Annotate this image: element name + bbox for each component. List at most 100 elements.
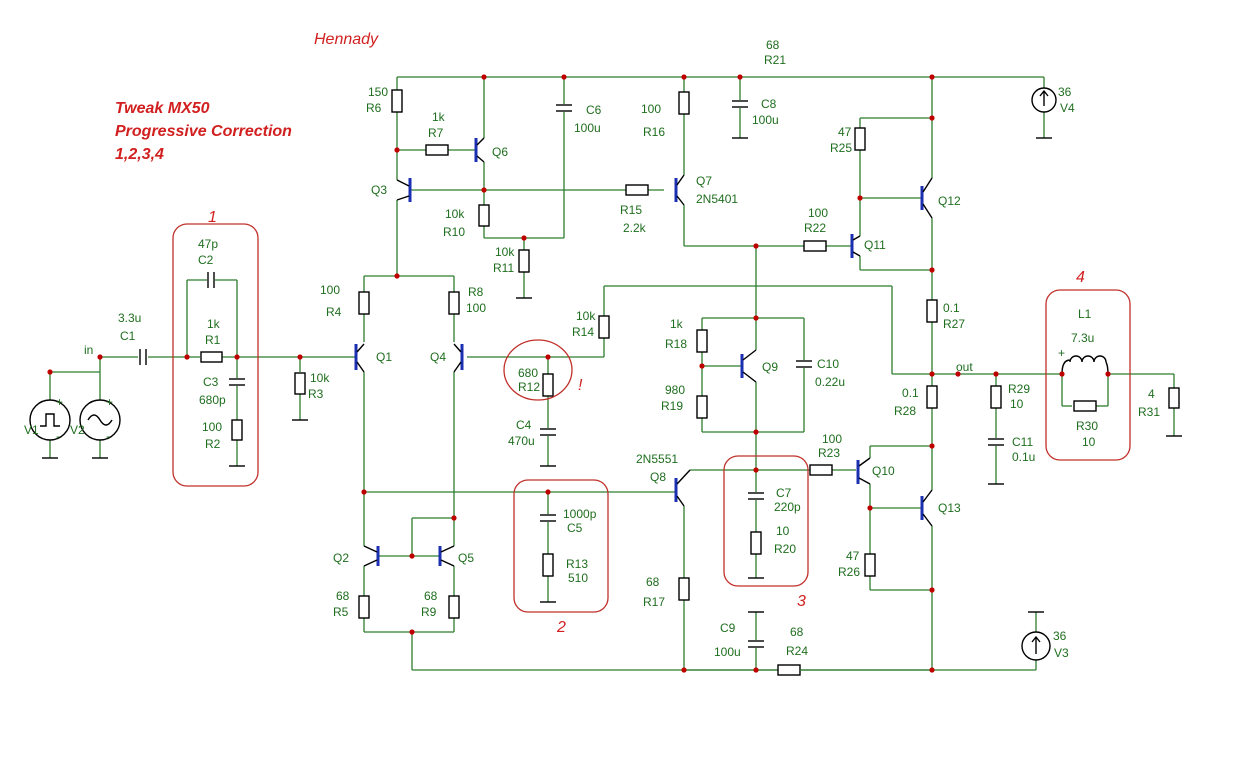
- resistor-r5: [358, 595, 370, 619]
- components-r25-name-label: R25: [830, 141, 852, 155]
- labels_only-11-label: V1: [24, 423, 39, 437]
- components-r26-name-label: R26: [838, 565, 860, 579]
- sources: +- +-: [29, 87, 1057, 661]
- components-r24-value-label: 68: [790, 625, 804, 639]
- components-r16-value-label: 100: [641, 102, 661, 116]
- components-r27-value-label: 0.1: [943, 301, 960, 315]
- transistor-q12: [920, 177, 933, 219]
- components-c1-name-label: C1: [120, 329, 136, 343]
- components-r13-name-label: R13: [566, 557, 588, 571]
- components-v4-name-label: V4: [1060, 101, 1075, 115]
- components-r17-name-label: R17: [643, 595, 665, 609]
- transistor-q9: [740, 349, 757, 383]
- components-r10-value-label: 10k: [445, 207, 465, 221]
- resistor-r23: [809, 464, 833, 476]
- capacitor-c4: [540, 428, 556, 436]
- label-label: +: [1058, 346, 1065, 360]
- components-r25-value-label: 47: [838, 125, 852, 139]
- transistor-q7: [674, 174, 685, 206]
- components-r16-name-label: R16: [643, 125, 665, 139]
- components-r9-name-label: R9: [421, 605, 437, 619]
- components-v3-value-label: 36: [1053, 629, 1067, 643]
- components-r21-name-label: R21: [764, 53, 786, 67]
- source-v1: +-: [29, 395, 71, 443]
- components-r22-value-label: 100: [808, 206, 828, 220]
- components-r28-name-label: R28: [894, 404, 916, 418]
- capacitor-c3: [229, 378, 245, 386]
- highlight-box-4: [1045, 289, 1131, 461]
- capacitor-c5: [540, 514, 556, 522]
- resistor-r29: [990, 385, 1002, 409]
- components-c11-value-label: 0.1u: [1012, 450, 1035, 464]
- labels_only-8-label: Q11: [864, 238, 886, 252]
- components-q8-name-label: Q8: [650, 470, 666, 484]
- transistor-q3: [396, 178, 412, 202]
- highlight-tag-4: 4: [1076, 269, 1085, 286]
- labels_only-9-label: Q12: [938, 194, 961, 208]
- components-c2-value-label: 47p: [198, 237, 218, 251]
- resistor-r10: [478, 204, 490, 227]
- components-c6-name-label: C6: [586, 103, 602, 117]
- labels_only-4-label: Q5: [458, 551, 474, 565]
- components-r6-value-label: 150: [368, 85, 388, 99]
- components-r1-name-label: R1: [205, 333, 221, 347]
- labels_only-5-label: Q6: [492, 145, 508, 159]
- components-r2-value-label: 100: [202, 420, 222, 434]
- components-c5-name-label: C5: [567, 521, 583, 535]
- components-r18-value-label: 1k: [670, 317, 684, 331]
- labels_only-10-label: Q13: [938, 501, 961, 515]
- components-r23-name-label: R23: [818, 446, 840, 460]
- capacitor-c10: [796, 360, 812, 368]
- inductor-l1: [1061, 355, 1109, 375]
- components-r7-value-label: 1k: [432, 110, 446, 124]
- components-q7-name-label: Q7: [696, 174, 712, 188]
- components-c1-value-label: 3.3u: [118, 311, 141, 325]
- labels_only-1-label: Q2: [333, 551, 349, 565]
- components-r28-value-label: 0.1: [902, 386, 919, 400]
- resistor-r31: [1168, 387, 1180, 409]
- components-r29-name-label: R29: [1008, 382, 1030, 396]
- components-c7-name-label: C7: [776, 486, 792, 500]
- components-c2-name-label: C2: [198, 253, 214, 267]
- resistor-r26: [864, 553, 876, 577]
- label-label: -: [56, 429, 60, 443]
- resistor-r1: [200, 351, 223, 363]
- components-r8-value-label: 100: [466, 301, 486, 315]
- components-r24-name-label: R24: [786, 644, 808, 658]
- transistor-q11: [850, 234, 861, 258]
- components-r29-value-label: 10: [1010, 397, 1024, 411]
- highlight-tag-warning: !: [578, 377, 583, 394]
- resistor-r17: [678, 577, 690, 601]
- transistor-q6: [474, 137, 485, 163]
- components-r21-value-label: 68: [766, 38, 780, 52]
- resistor-r8: [448, 291, 460, 315]
- labels_only-7-label: Q10: [872, 464, 895, 478]
- components-c3-name-label: C3: [203, 375, 219, 389]
- labels_only-3-label: Q4: [430, 350, 446, 364]
- components-c4-name-label: C4: [516, 418, 532, 432]
- resistor-r22: [803, 240, 827, 252]
- transistor-q5: [438, 545, 455, 567]
- components-r11-value-label: 10k: [495, 245, 515, 259]
- components-r12-value-label: 680: [518, 366, 538, 380]
- source-v3: [1021, 631, 1051, 661]
- components-r17-value-label: 68: [646, 575, 660, 589]
- resistor-r7: [425, 144, 449, 156]
- components-r18-name-label: R18: [665, 337, 687, 351]
- components-r31-name-label: R31: [1138, 405, 1160, 419]
- components-q7-part-label: 2N5401: [696, 192, 738, 206]
- resistor-r18: [696, 329, 708, 353]
- resistor-r28: [926, 385, 938, 409]
- node-in-label: in: [84, 343, 93, 357]
- components-r11-name-label: R11: [493, 261, 514, 275]
- label-label: +: [56, 395, 63, 409]
- components-r10-name-label: R10: [443, 225, 465, 239]
- components-r20-name-label: R20: [774, 542, 796, 556]
- capacitor-c9: [748, 640, 764, 648]
- components-r14-name-label: R14: [572, 325, 594, 339]
- title-line-1: Tweak MX50: [115, 100, 210, 117]
- label-label: -: [106, 429, 110, 443]
- components-r2-name-label: R2: [205, 437, 221, 451]
- components-r7-name-label: R7: [428, 126, 444, 140]
- ground-symbols: [42, 137, 1182, 613]
